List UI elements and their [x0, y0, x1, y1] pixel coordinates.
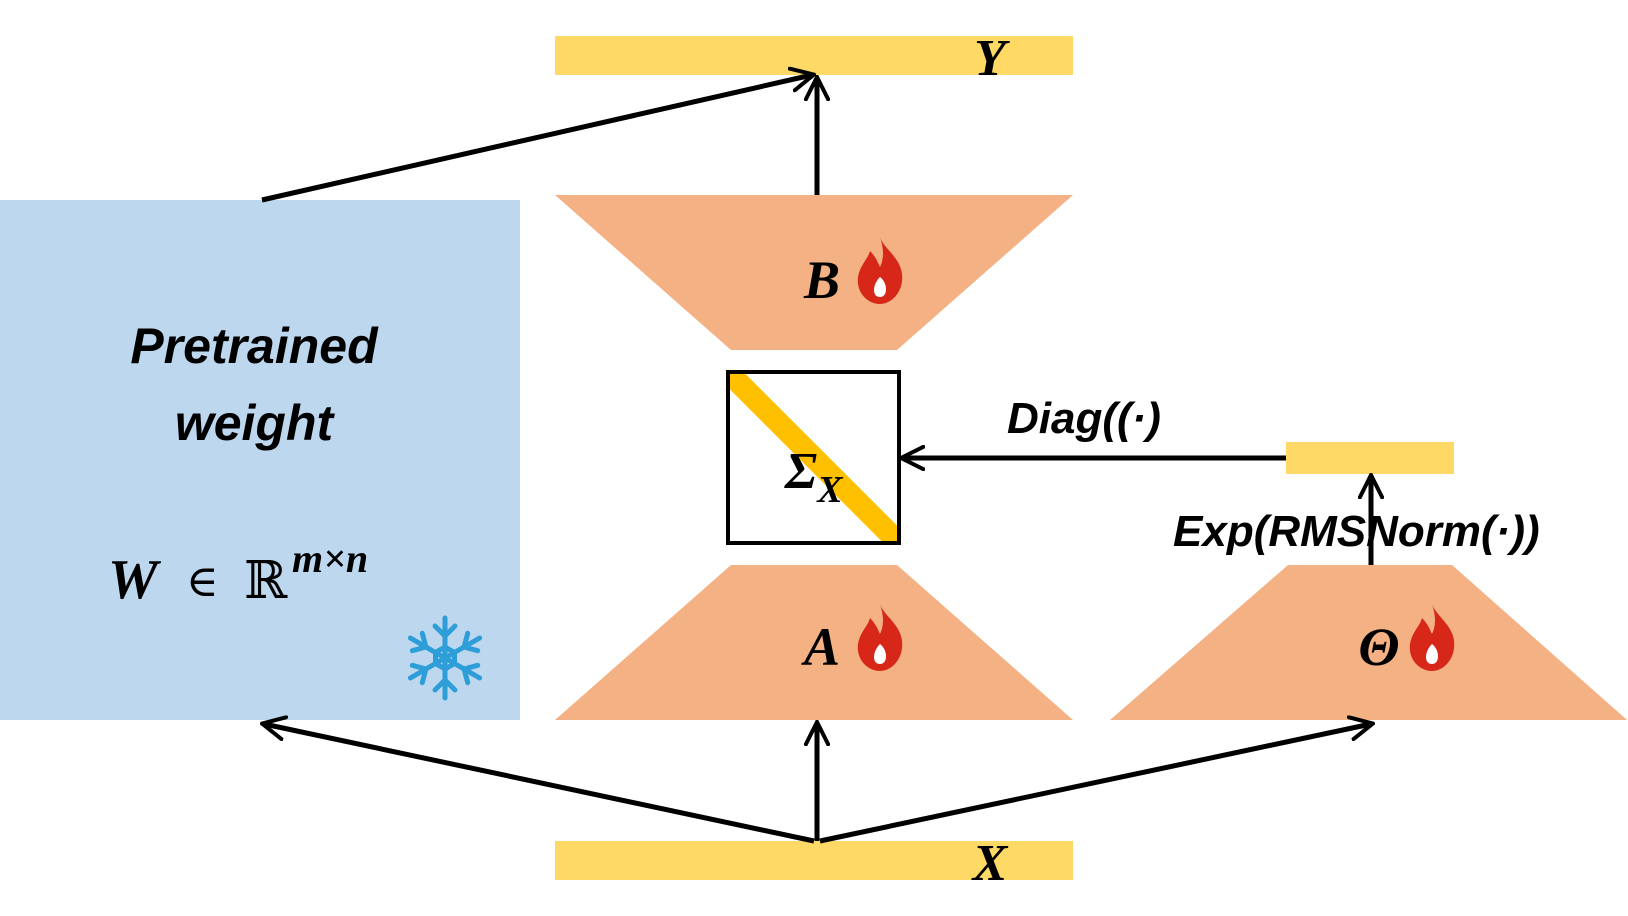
pretrained-title-line1: Pretrained — [130, 318, 379, 374]
fire-icon — [1409, 604, 1455, 671]
matrix-theta-block — [1110, 565, 1627, 720]
output-y-label: Y — [974, 30, 1010, 87]
exp-rmsnorm-edge-label: Exp(RMSNorm(·)) — [1173, 507, 1540, 556]
formula-element-of: ∈ — [186, 556, 219, 607]
input-x-label: X — [971, 835, 1009, 892]
matrix-a-label: A — [801, 617, 840, 677]
theta-output-bar — [1286, 442, 1454, 474]
arrow-x-to-theta — [819, 724, 1371, 844]
diag-edge-label: Diag((·) — [1007, 394, 1161, 443]
arrows — [261, 75, 1371, 844]
matrix-b-block — [555, 195, 1073, 350]
matrix-b-label: B — [803, 250, 840, 310]
input-x-bar — [555, 841, 1073, 880]
snowflake-icon — [407, 615, 483, 701]
pretrained-weight-block — [0, 200, 520, 720]
matrix-a-block — [555, 565, 1073, 720]
matrix-theta-label: Θ — [1358, 617, 1399, 677]
arrow-x-to-pretrained — [264, 724, 815, 844]
pretrained-formula: W ∈ ℝ m×n — [108, 536, 368, 611]
pretrained-title-line2: weight — [175, 395, 336, 451]
formula-real-set: ℝ — [244, 551, 288, 611]
fire-icon — [857, 604, 903, 671]
sigma-diagonal — [728, 372, 899, 543]
sigma-label: ΣX — [784, 443, 844, 511]
formula-exponent: m×n — [292, 536, 368, 581]
sigma-symbol: Σ — [784, 443, 817, 500]
sigma-subscript: X — [816, 469, 844, 511]
formula-variable: W — [108, 549, 162, 611]
fire-icon — [857, 237, 903, 304]
sigma-matrix-box: ΣX — [726, 370, 901, 545]
arrow-pretrained-to-y — [261, 75, 812, 203]
